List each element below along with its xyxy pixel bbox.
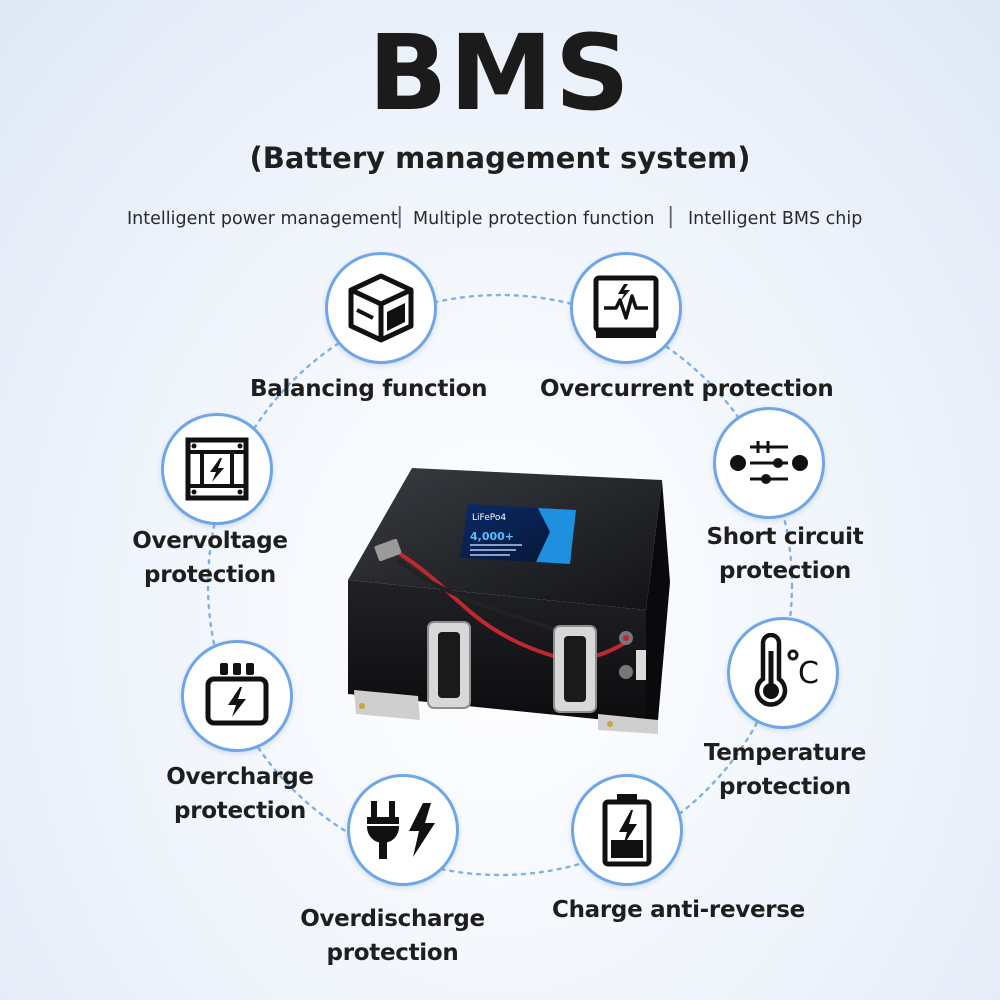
tagline-separator: | [396, 204, 404, 229]
charge-anti-reverse-badge [571, 774, 683, 886]
charger-icon [205, 663, 269, 726]
overcharge-protection-badge [181, 640, 293, 752]
overdischarge-protection-label: Overdischarge protection [300, 906, 485, 966]
monitor-pulse-icon [593, 275, 659, 338]
plug-bolt-icon [365, 801, 435, 859]
page-title: BMS [368, 12, 632, 134]
overcharge-protection-label: Overcharge protection [166, 764, 314, 824]
battery-chemistry-label: LiFePo4 [472, 513, 506, 523]
charge-anti-reverse-label: Charge anti-reverse [552, 897, 805, 923]
svg-text:C: C [798, 656, 819, 691]
short-circuit-protection-label: Short circuit protection [706, 524, 864, 584]
cube-icon [348, 273, 414, 343]
thermometer-icon: C [754, 633, 819, 707]
short-circuit-protection-badge [713, 407, 825, 519]
relay-icon [185, 437, 249, 501]
overcurrent-protection-label: Overcurrent protection [540, 376, 834, 402]
page-subtitle: (Battery management system) [249, 141, 751, 175]
temperature-protection-badge: C [727, 617, 839, 729]
sliders-icon [730, 441, 808, 484]
battery-cycles-label: 4,000+ [470, 530, 514, 543]
overvoltage-protection-badge [161, 413, 273, 525]
tagline-power-management: Intelligent power management [127, 209, 398, 229]
balancing-function-label: Balancing function [250, 376, 488, 402]
overcurrent-protection-badge [570, 252, 682, 364]
battery-bolt-icon [602, 794, 652, 867]
overvoltage-protection-label: Overvoltage protection [132, 528, 288, 588]
balancing-function-badge [325, 252, 437, 364]
tagline-bms-chip: Intelligent BMS chip [688, 209, 863, 229]
overdischarge-protection-badge [347, 774, 459, 886]
tagline-separator: | [667, 204, 675, 229]
tagline-protection: Multiple protection function [413, 209, 655, 229]
battery-pack-image: LiFePo4 4,000+ [348, 468, 670, 734]
temperature-protection-label: Temperature protection [703, 740, 867, 800]
